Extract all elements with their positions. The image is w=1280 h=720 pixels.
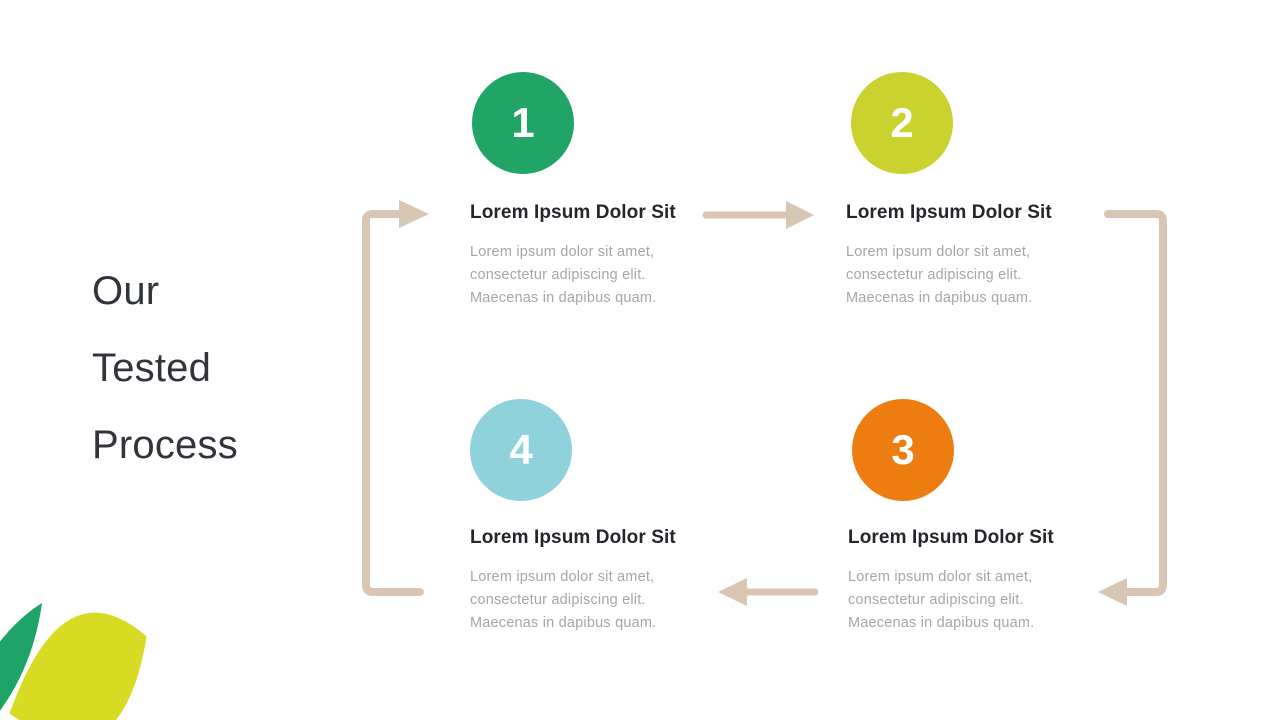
- step-2-heading: Lorem Ipsum Dolor Sit: [846, 202, 1052, 223]
- arrow-step3-to-step4-icon: [718, 578, 819, 606]
- arrow-step1-to-step2-icon: [702, 201, 814, 229]
- step-1-circle: 1: [472, 72, 574, 174]
- step-4-number: 4: [509, 426, 533, 473]
- elbow-arrow-step2-to-step3-icon: [1098, 210, 1167, 606]
- elbow-arrow-step4-to-step1-icon: [362, 200, 429, 596]
- step-1-heading: Lorem Ipsum Dolor Sit: [470, 202, 676, 223]
- yellow-leaf-icon: [6, 610, 150, 720]
- step-3-body: Lorem ipsum dolor sit amet, consectetur …: [848, 569, 1035, 631]
- step-1-body: Lorem ipsum dolor sit amet, consectetur …: [470, 244, 657, 306]
- step-4-body: Lorem ipsum dolor sit amet, consectetur …: [470, 569, 657, 631]
- step-2-circle: 2: [851, 72, 953, 174]
- step-3-number: 3: [891, 426, 915, 473]
- step-4-circle: 4: [470, 399, 572, 501]
- green-leaf-icon: [0, 603, 42, 711]
- step-3-circle: 3: [852, 399, 954, 501]
- slide-title: Our Tested Process: [92, 253, 238, 484]
- slide-title-line-1: Our: [92, 269, 160, 313]
- step-1-number: 1: [511, 99, 535, 146]
- step-3-heading: Lorem Ipsum Dolor Sit: [848, 527, 1054, 548]
- step-2-number: 2: [890, 99, 914, 146]
- slide-title-line-3: Process: [92, 423, 238, 467]
- step-2-body: Lorem ipsum dolor sit amet, consectetur …: [846, 244, 1033, 306]
- slide-title-line-2: Tested: [92, 346, 212, 390]
- step-4-heading: Lorem Ipsum Dolor Sit: [470, 527, 676, 548]
